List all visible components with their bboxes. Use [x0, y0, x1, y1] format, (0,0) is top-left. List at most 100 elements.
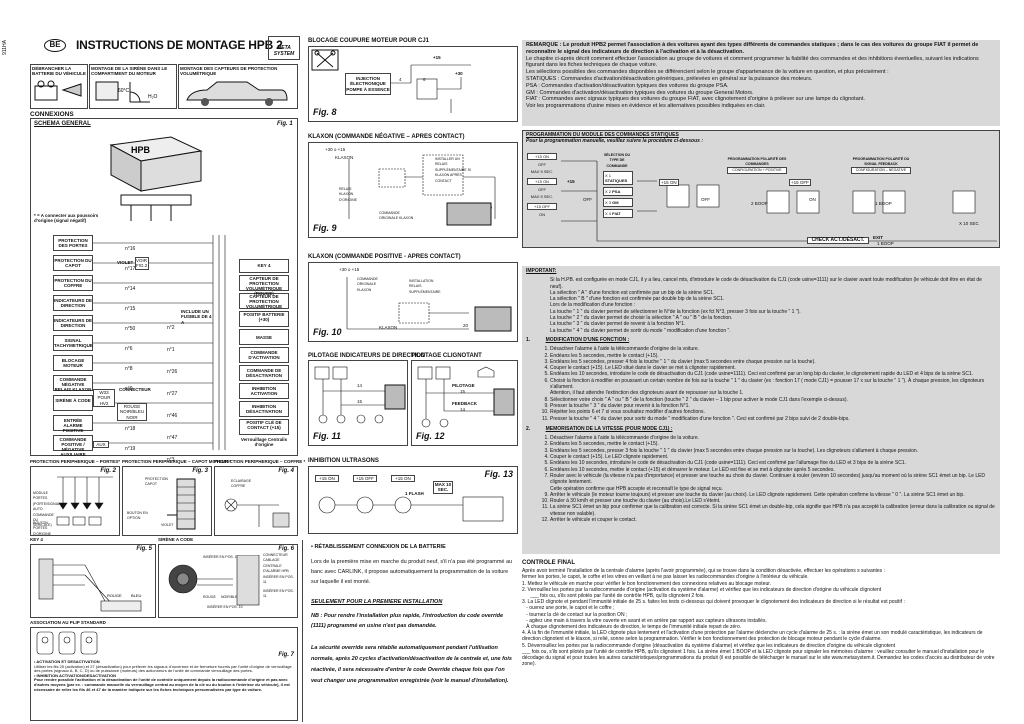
sec1-step: Endéans les 5 secondes, mettre le contac…	[550, 353, 996, 359]
fig9-circuit	[348, 154, 496, 226]
right-verrouillage: Verrouillage Centralis d'origine	[240, 437, 288, 447]
sec1-step: Attention, il faut attendre l'extinction…	[550, 390, 744, 397]
fig13-max: MAX 10 SEC.	[433, 481, 453, 494]
sec1-num: 1.	[526, 336, 531, 343]
prog-on-5: ON	[809, 197, 816, 202]
schema-general: SCHEMA GENERAL Fig. 1 HPB * = A connecte…	[30, 118, 298, 463]
fig13-label: Fig. 13	[484, 469, 513, 479]
svg-text:BLEU: BLEU	[131, 593, 142, 598]
prog-1boop: 1 BOOP	[875, 201, 892, 206]
fig11-panel: Fig. 11 14 15	[308, 360, 408, 446]
remarque-3: Les sélections possibles des commandes d…	[526, 69, 889, 76]
prog-plus15: +15	[567, 179, 575, 184]
sec2-step: Endéans les 5 secondes, presser 3 fois l…	[550, 448, 996, 454]
panel-battery-label: DÉBRANCHER LA BATTERIE DU VÉHICULE	[32, 66, 86, 77]
final-line: - ouvrez une porte, le capot et le coffr…	[522, 605, 615, 612]
sec2-step: La sirène SC1 émet un bip pour confirmer…	[550, 504, 996, 517]
fig9-panel: Fig. 9 +30 o +15 KLAXON RELAIS KLAXON D'…	[308, 142, 518, 238]
plip-note-1: • ACTIVATION ET DESACTIVATION	[34, 659, 100, 664]
fig9-label: Fig. 9	[313, 223, 337, 233]
remarque-1: REMARQUE : Le produit HPB2 permet l'asso…	[526, 42, 979, 55]
fig4-title: PROTECTION PERIPHERIQUE – COFFRE *	[214, 459, 306, 464]
panel-sensors-label: MONTAGE DES CAPTEURS DE PROTECTION VOLUM…	[180, 66, 278, 77]
fig9-supply: +30 o +15	[325, 147, 346, 152]
fig4-label: Fig. 4	[278, 468, 294, 474]
final-line: Après avoir terminé l'installation de la…	[522, 568, 885, 575]
sec1-step: Endéans les 10 secondes, introduire le c…	[550, 371, 996, 377]
fig11-title: PILOTAGE INDICATEURS DE DIRECTION	[308, 353, 426, 359]
prog-on-3: ON	[539, 212, 545, 217]
sec1-title: MODIFICATION D'UNE FONCTION :	[545, 336, 630, 343]
right-ref: n°26	[167, 369, 178, 375]
type-fiat-label: FIAT	[612, 211, 621, 216]
type-statiques-label: STATIQUES	[605, 178, 628, 183]
prog-2boop: 2 BOOP	[751, 201, 768, 206]
important-5: La touche " 1 " du clavier permet de sél…	[550, 308, 801, 315]
fig12-circuit	[417, 366, 515, 428]
label-violet: VIOLET	[117, 260, 134, 265]
fig12-feedback: FEEDBACK	[452, 401, 478, 406]
final-line: 4. À la fin de l'immunité initiale, la L…	[522, 630, 983, 643]
right-ref: n°1	[167, 347, 175, 353]
fig13-on-2: +15 ON	[391, 475, 415, 483]
right-cmd-desactivation: COMMANDE DE DÉSACTIVATION	[239, 365, 289, 381]
fig2-diagram	[56, 476, 113, 526]
fig5-label: Fig. 5	[136, 546, 152, 552]
final-line: 2. Verrouillez les portes par la radioco…	[522, 586, 882, 593]
fig8-circuit	[391, 64, 471, 113]
fig6-label-1: INSÉRER EN POS. 11	[203, 555, 239, 559]
fig13-on-1: +15 ON	[315, 475, 339, 483]
prog-max-1: MAX 5 SEC.	[530, 169, 554, 174]
row-klaxon: COMMANDE NÉGATIVE RELAIS KLAXON	[53, 375, 93, 392]
sec2-step: Arrêter le véhicule (le moteur tourne to…	[550, 492, 996, 498]
final-line: fermer les portes, le capot, le coffre e…	[522, 574, 809, 581]
fig8-plus15: +15	[433, 55, 441, 60]
right-ref: n°3	[167, 457, 175, 463]
fig8-plus30: +30	[455, 71, 463, 76]
row-indicateurs-1: INDICATEURS DE DIRECTION	[53, 295, 93, 311]
fig12-panel: Fig. 12 PILOTAGE FEEDBACK 15 14	[411, 360, 518, 446]
final-line: ___ fois ou, s'ils sont pilotés par l'un…	[522, 648, 995, 668]
fig6-panel: Fig. 6 INSÉRER EN POS. 11 INSÉRER EN POS…	[158, 544, 298, 618]
remarque-6: GM : Commandes d'activation/désactivatio…	[526, 89, 754, 96]
svg-text:HPB: HPB	[131, 145, 151, 155]
key4-title: KEY 4	[30, 537, 43, 542]
fig3-note-3: VIOLET	[161, 523, 174, 527]
plip-note-2: Utiliser les fils 25 (activation) et 27 …	[34, 663, 292, 674]
prog-off-3: +15 OFF	[527, 203, 557, 210]
prog-on-4: +15 ON	[659, 179, 679, 187]
car-illustration	[186, 81, 288, 106]
important-6: La touche " 2 " du clavier permet de cho…	[550, 315, 733, 322]
final-line: - agitez une main à travers la vitre ouv…	[522, 617, 767, 624]
prog-off-2: OFF	[538, 187, 546, 192]
wire-ref: n°6	[125, 346, 133, 352]
type-psa: X 2 PSA	[603, 187, 633, 196]
final-line: 1. Mettez le véhicule en marche pour vér…	[522, 580, 772, 587]
fig3-note-2: BOUTON EN OPTION	[127, 511, 148, 521]
final-line: 5. Déverrouillez les portes par la radio…	[522, 642, 896, 649]
right-capteur: CAPTEUR DE PROTECTION VOLUMÉTRIQUE	[239, 293, 289, 309]
security-text: La sécurité override sera rétablie autom…	[311, 645, 512, 685]
prog-off-1: OFF	[538, 162, 546, 167]
right-cmd-activation: COMMANDE D'ACTIVATION	[239, 347, 289, 363]
prog-max-2: MAX 5 SEC.	[530, 194, 554, 199]
scissors-icon	[311, 49, 339, 71]
fig13-title: INHIBITION ULTRASONS	[308, 458, 379, 464]
fig8-label: Fig. 8	[313, 107, 337, 117]
fig4-panel: Fig. 4 ECLAIRAGE COFFRE	[214, 466, 298, 536]
fig6-label-3: ROUGE	[203, 595, 216, 599]
row-sirene-code: SIRÈNE À CODE	[53, 395, 93, 411]
sec2-step: Rouler avec le véhicule (la vitesse n'a …	[550, 473, 996, 486]
fig10-label: Fig. 10	[313, 327, 342, 337]
type-gm-label: GM	[612, 200, 619, 205]
plip-icons	[36, 631, 98, 655]
important-2: La sélection " A " d'une fonction est co…	[550, 289, 715, 296]
panel-battery: DÉBRANCHER LA BATTERIE DU VÉHICULE	[30, 64, 88, 109]
final-line: 3. La LED clignote et pendant l'immunité…	[522, 599, 905, 606]
prog-off-6: +15 OFF	[789, 179, 811, 187]
side-code: 911HA	[2, 40, 8, 55]
prog-sel-type: SÉLECTION DU TYPE DE COMMANDE	[603, 153, 631, 168]
fig3-label: Fig. 3	[192, 468, 208, 474]
